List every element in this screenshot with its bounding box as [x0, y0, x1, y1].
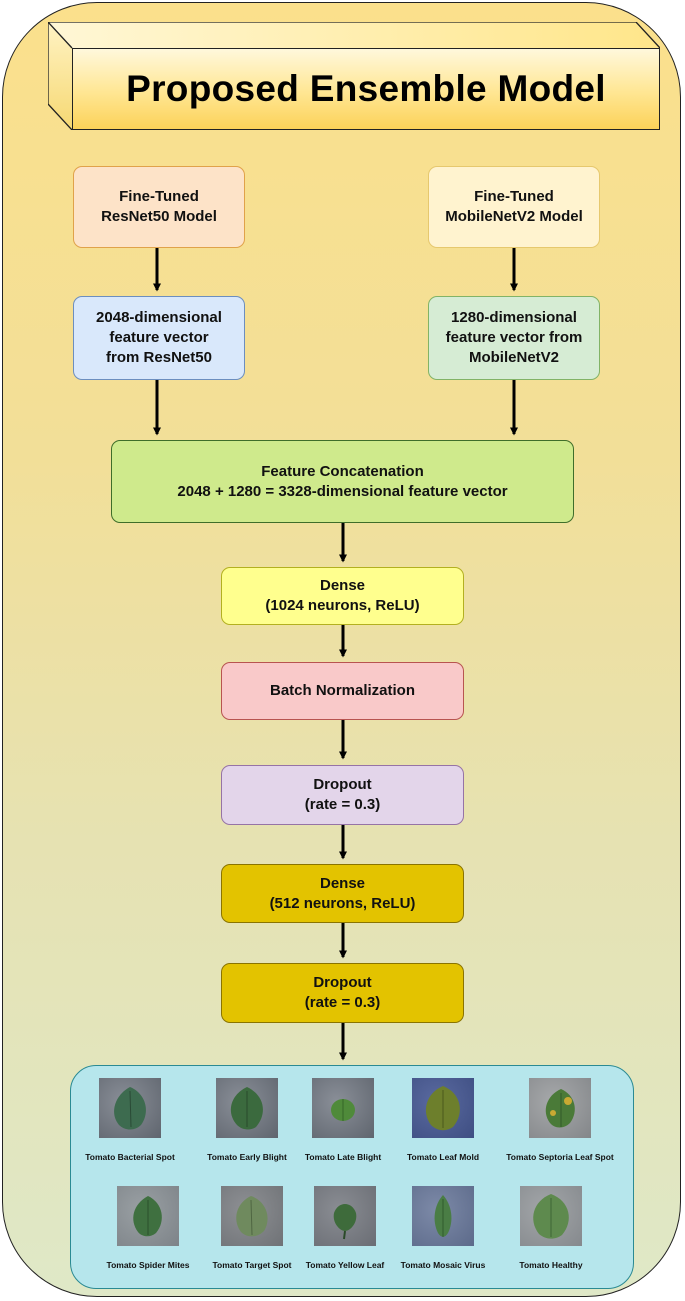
resnet50-model-label: Fine-Tuned ResNet50 Model	[101, 188, 217, 225]
resnet50-model-box: Fine-Tuned ResNet50 Model	[73, 166, 245, 248]
mobilenetv2-feature-vector-label: 1280-dimensional feature vector from Mob…	[445, 309, 583, 366]
leaf-image-icon	[314, 1186, 376, 1246]
class-item: Tomato Healthy	[491, 1186, 611, 1270]
class-label: Tomato Early Blight	[207, 1152, 287, 1162]
dense-1024-label: Dense (1024 neurons, ReLU)	[265, 577, 420, 614]
leaf-image-icon	[520, 1186, 582, 1246]
class-item: Tomato Mosaic Virus	[383, 1186, 503, 1270]
resnet50-feature-vector-label: 2048-dimensional feature vector from Res…	[96, 309, 222, 366]
dropout-1-box: Dropout (rate = 0.3)	[221, 765, 464, 825]
feature-concatenation-box: Feature Concatenation 2048 + 1280 = 3328…	[111, 440, 574, 523]
mobilenetv2-model-label: Fine-Tuned MobileNetV2 Model	[445, 188, 583, 225]
class-item: Tomato Yellow Leaf	[285, 1186, 405, 1270]
class-item: Tomato Late Blight	[283, 1078, 403, 1162]
dropout-2-label: Dropout (rate = 0.3)	[304, 974, 381, 1011]
resnet50-feature-vector-box: 2048-dimensional feature vector from Res…	[73, 296, 245, 380]
class-label: Tomato Late Blight	[304, 1152, 382, 1162]
leaf-image-icon	[412, 1186, 474, 1246]
class-item: Tomato Bacterial Spot	[70, 1078, 190, 1162]
class-label: Tomato Target Spot	[212, 1260, 292, 1270]
class-item: Tomato Target Spot	[192, 1186, 312, 1270]
dense-512-label: Dense (512 neurons, ReLU)	[269, 874, 416, 912]
class-label: Tomato Spider Mites	[106, 1260, 190, 1270]
class-item: Tomato Spider Mites	[88, 1186, 208, 1270]
feature-concatenation-title: Feature Concatenation	[261, 462, 424, 480]
class-label: Tomato Septoria Leaf Spot	[506, 1152, 614, 1162]
class-label: Tomato Healthy	[519, 1260, 583, 1270]
batch-normalization-label: Batch Normalization	[269, 682, 416, 699]
class-item: Tomato Early Blight	[187, 1078, 307, 1162]
leaf-image-icon	[99, 1078, 161, 1138]
class-label: Tomato Bacterial Spot	[85, 1152, 175, 1162]
mobilenetv2-feature-vector-box: 1280-dimensional feature vector from Mob…	[428, 296, 600, 380]
title-block: Proposed Ensemble Model	[48, 22, 660, 130]
class-label: Tomato Mosaic Virus	[400, 1260, 486, 1270]
class-label: Tomato Yellow Leaf	[305, 1260, 385, 1270]
leaf-image-icon	[216, 1078, 278, 1138]
leaf-image-icon	[529, 1078, 591, 1138]
output-classes-panel: Tomato Bacterial Spot Tomato Early Bligh…	[70, 1065, 634, 1289]
leaf-image-icon	[412, 1078, 474, 1138]
class-item: Tomato Septoria Leaf Spot	[500, 1078, 620, 1162]
dropout-2-box: Dropout (rate = 0.3)	[221, 963, 464, 1023]
leaf-image-icon	[221, 1186, 283, 1246]
mobilenetv2-model-box: Fine-Tuned MobileNetV2 Model	[428, 166, 600, 248]
dense-512-box: Dense (512 neurons, ReLU)	[221, 864, 464, 923]
page-title: Proposed Ensemble Model	[126, 68, 606, 109]
batch-normalization-box: Batch Normalization	[221, 662, 464, 720]
dropout-1-label: Dropout (rate = 0.3)	[304, 776, 381, 813]
class-label: Tomato Leaf Mold	[406, 1152, 480, 1162]
class-item: Tomato Leaf Mold	[383, 1078, 503, 1162]
dense-1024-box: Dense (1024 neurons, ReLU)	[221, 567, 464, 625]
feature-concatenation-detail: 2048 + 1280 = 3328-dimensional feature v…	[177, 482, 508, 500]
leaf-image-icon	[117, 1186, 179, 1246]
title-block-front-face: Proposed Ensemble Model	[72, 48, 660, 130]
title-block-top-face	[48, 22, 660, 48]
leaf-image-icon	[312, 1078, 374, 1138]
